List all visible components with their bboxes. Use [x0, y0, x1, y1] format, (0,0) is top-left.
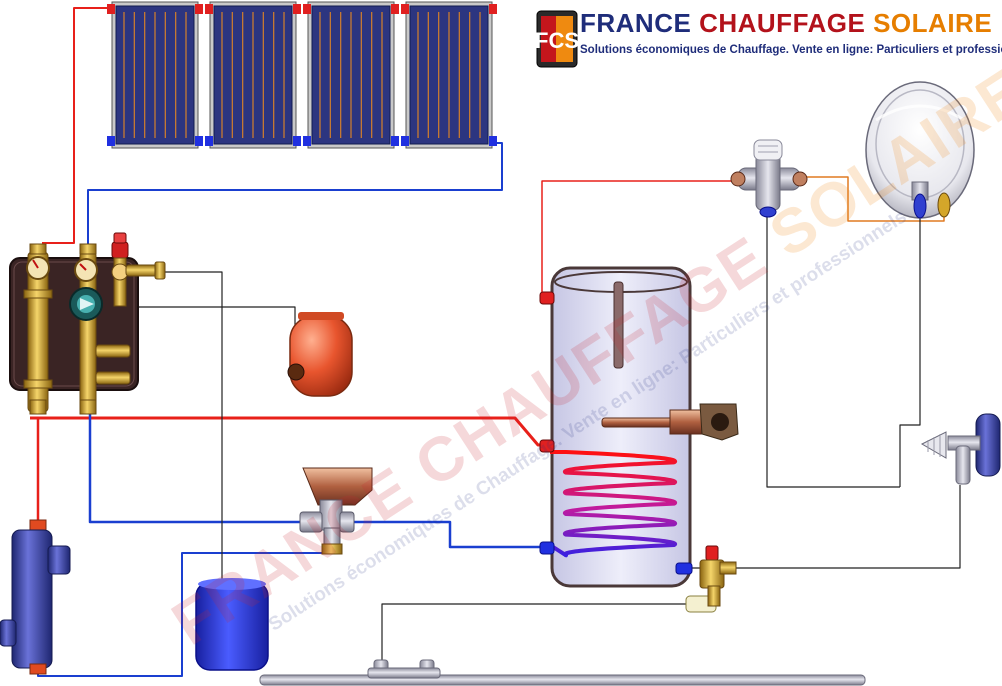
coil-inlet-port [539, 439, 555, 453]
expansion-vessel [287, 312, 353, 397]
coil-tube [548, 450, 678, 558]
solar-panel [401, 1, 497, 149]
sensor-wire [163, 271, 223, 582]
solar-panel [303, 1, 399, 149]
brand-header: FRANCE CHAUFFAGE SOLAIRE Solutions écono… [580, 8, 1002, 56]
brand-logo-icon: FCS [536, 10, 578, 68]
sanitary-safety-group [685, 545, 737, 613]
solar-flow-pipe [42, 7, 108, 244]
wall-boiler [865, 81, 975, 219]
distribution-manifold [259, 659, 866, 686]
boiler-wire [899, 212, 921, 487]
safety-valve-group [111, 232, 166, 307]
solar-pump-station [9, 243, 139, 415]
coil-outlet-port [539, 541, 555, 555]
brand-title-france: FRANCE [580, 8, 692, 38]
heater-return-pipe [37, 552, 330, 677]
solar-panels [107, 1, 497, 149]
shower-tap [920, 413, 1001, 485]
tank-cold-port [675, 562, 693, 575]
brand-title-chauffage: CHAUFFAGE [699, 8, 866, 38]
backup-heater [0, 519, 71, 675]
tap-pipe-out [800, 176, 905, 222]
thermostatic-mixing-valve [730, 139, 808, 218]
heat-exchanger-coil [548, 450, 678, 558]
three-way-valve [299, 467, 373, 555]
tank-cold-wire [690, 485, 961, 569]
mixer-knob-icon [753, 139, 783, 161]
solar-return-pipe [87, 142, 503, 245]
coil-flow-pipe [30, 416, 548, 447]
tank-hot-port [539, 291, 555, 305]
buffer-tank [195, 578, 269, 671]
hot-water-storage-tank [539, 266, 739, 588]
solar-panel [107, 1, 203, 149]
brand-logo-letters: FCS [536, 28, 578, 53]
drain-wire [381, 603, 700, 662]
brand-title-solaire: SOLAIRE [873, 8, 993, 38]
brand-subtitle: Solutions économiques de Chauffage. Vent… [580, 44, 1002, 56]
solar-panel [205, 1, 301, 149]
expansion-wire [130, 306, 296, 370]
brand-title: FRANCE CHAUFFAGE SOLAIRE [580, 8, 1000, 38]
mixer-cold-wire [766, 215, 900, 488]
